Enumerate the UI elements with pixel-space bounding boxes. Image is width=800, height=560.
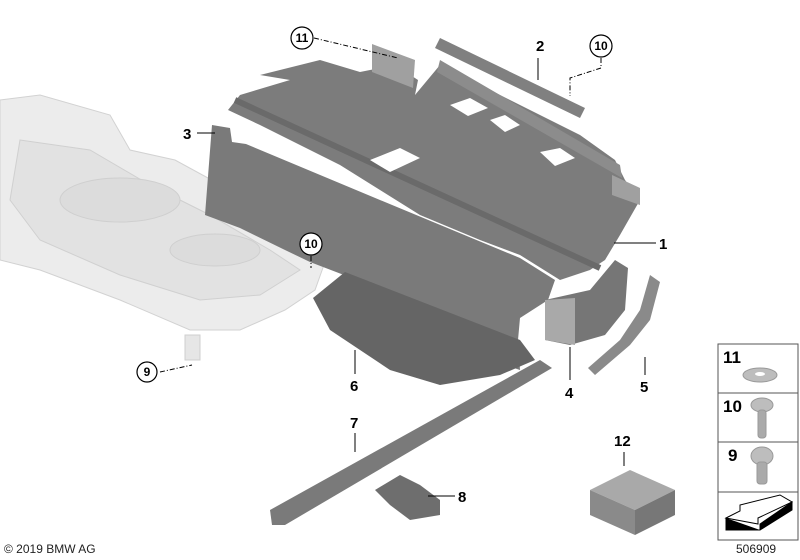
callout-12: 12: [614, 433, 631, 450]
luggage-tray-housing: [0, 94, 326, 361]
fastener-legend: 11 10 9: [717, 343, 799, 541]
callout-10-housing: 10: [304, 237, 318, 251]
callout-1: 1: [659, 236, 667, 253]
callout-10-top: 10: [594, 39, 608, 53]
callout-9: 9: [144, 365, 151, 379]
callout-4: 4: [565, 385, 574, 402]
part-2-strip: [435, 38, 585, 118]
part-1-floor-panel: [228, 44, 640, 280]
part-6-tray-cover: [313, 272, 535, 385]
callout-7: 7: [350, 415, 358, 432]
legend-number-10: 10: [723, 397, 742, 416]
callout-3: 3: [183, 126, 191, 143]
part-5-trim: [588, 275, 660, 375]
part-12-box: [590, 470, 675, 535]
torx-bolt-long-icon: [750, 397, 774, 439]
callout-6: 6: [350, 378, 358, 395]
legend-number-9: 9: [728, 446, 737, 465]
copyright-text: © 2019 BMW AG: [4, 542, 96, 556]
part-3-front-panel: [205, 125, 555, 370]
callout-11: 11: [296, 31, 309, 45]
torx-bolt-short-icon: [750, 446, 774, 485]
callout-5: 5: [640, 379, 648, 396]
legend-number-11: 11: [723, 348, 741, 367]
diagram-id: 506909: [736, 542, 776, 556]
callout-8: 8: [458, 489, 466, 506]
callout-2: 2: [536, 38, 544, 55]
direction-arrow-icon: [724, 494, 794, 531]
part-7-rail: [270, 360, 552, 525]
washer-icon: [742, 367, 778, 383]
part-8-duct: [375, 475, 440, 520]
